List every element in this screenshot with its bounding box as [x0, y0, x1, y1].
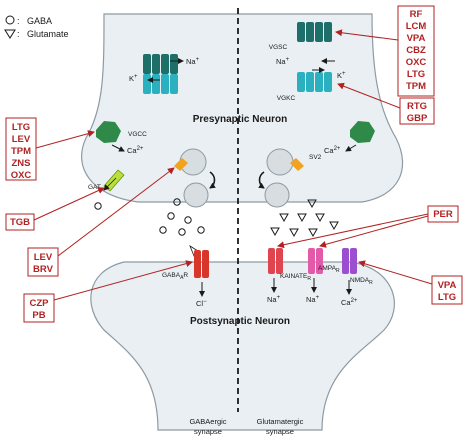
na-label-left: Na+ — [186, 57, 200, 66]
sv2-protein-left — [174, 158, 188, 171]
gat-drug-arrow — [33, 187, 105, 221]
postsynaptic-label: Postsynaptic Neuron — [190, 316, 290, 327]
gabaergic-label-1: GABAergic — [189, 417, 226, 426]
gat-label: GAT — [88, 184, 101, 191]
svg-text:CZP: CZP — [30, 298, 50, 309]
glutamate-legend-label: Glutamate — [27, 29, 69, 39]
vesicle-right-1 — [266, 148, 294, 176]
gaba-molecules — [94, 198, 205, 236]
ampa-receptor — [308, 248, 323, 274]
ampa-label: AMPAR — [318, 265, 340, 274]
vesicle-right-2 — [264, 182, 290, 208]
glutamate-molecules — [270, 199, 339, 238]
svg-text:LCM: LCM — [406, 21, 427, 32]
gaba-legend-colon: : — [17, 16, 20, 26]
svg-text:TPM: TPM — [11, 146, 31, 157]
svg-text:VPA: VPA — [407, 33, 426, 44]
recycle-arrow-left-1 — [209, 171, 216, 189]
vgkc-drug-arrow — [337, 82, 401, 109]
vgsc-channel-left — [143, 54, 178, 74]
vgcc-drug-box: LTG LEV TPM ZNS OXC — [5, 117, 37, 181]
svg-text:GBP: GBP — [407, 113, 428, 124]
vgcc-drug-arrow — [35, 130, 95, 149]
svg-text:PER: PER — [433, 209, 453, 220]
svg-text:LEV: LEV — [12, 134, 31, 145]
ca-arrow-right — [345, 144, 357, 152]
gaba-legend-icon — [5, 15, 15, 25]
gat-drug-box: TGB — [5, 213, 35, 231]
sv2-drug-arrow — [57, 167, 175, 257]
svg-text:RTG: RTG — [407, 101, 427, 112]
nmda-drug-arrow — [358, 260, 433, 285]
vgsc-drug-arrow — [335, 29, 399, 41]
kainate-receptor — [268, 248, 283, 274]
gaba-legend-label: GABA — [27, 16, 52, 26]
na-ampa-label: Na+ — [306, 295, 320, 304]
gabaergic-label-2: synapse — [194, 427, 222, 436]
svg-text:VPA: VPA — [438, 280, 457, 291]
per-drug-arrow-1 — [277, 213, 429, 249]
vgkc-label: VGKC — [277, 95, 296, 102]
presynaptic-label: Presynaptic Neuron — [193, 114, 287, 125]
svg-text:LTG: LTG — [12, 122, 30, 133]
glutamatergic-label-1: Glutamatergic — [257, 417, 304, 426]
nmda-receptor — [342, 248, 357, 274]
gat-arrow — [103, 177, 117, 191]
ca-arrow-left — [111, 144, 125, 152]
na-kainate-label: Na+ — [267, 295, 281, 304]
kainate-label: KAINATER — [280, 273, 311, 282]
svg-text:CBZ: CBZ — [406, 45, 426, 56]
nmda-label: NMDAR — [350, 277, 373, 286]
svg-text:LTG: LTG — [407, 69, 425, 80]
cl-label: Cl− — [196, 299, 207, 308]
sv2-label: SV2 — [309, 154, 322, 161]
k-label-right: K+ — [337, 71, 346, 80]
svg-text:TPM: TPM — [406, 81, 426, 92]
vgkc-channel — [297, 72, 332, 92]
vgsc-channel — [297, 22, 332, 42]
nmda-drug-box: VPA LTG — [431, 275, 463, 305]
svg-text:ZNS: ZNS — [12, 158, 31, 169]
sv2-drug-box: LEV BRV — [27, 247, 59, 277]
gabaa-drug-box: CZP PB — [23, 293, 55, 323]
ca-nmda-label: Ca2+ — [341, 298, 358, 307]
per-drug-arrow-2 — [319, 215, 429, 248]
vgsc-label: VGSC — [269, 44, 288, 51]
svg-text:RF: RF — [410, 9, 423, 20]
glutamatergic-label-2: synapse — [266, 427, 294, 436]
glutamate-legend-colon: : — [17, 29, 20, 39]
svg-text:OXC: OXC — [11, 170, 32, 181]
svg-text:LEV: LEV — [34, 252, 53, 263]
svg-text:OXC: OXC — [406, 57, 427, 68]
recycle-arrow-right-1 — [258, 171, 265, 189]
presynaptic-neuron — [81, 13, 404, 203]
ca-label-right: Ca2+ — [324, 146, 341, 155]
vesicle-left-2 — [183, 182, 209, 208]
svg-text:LTG: LTG — [438, 292, 456, 303]
vgcc-channel — [96, 121, 121, 143]
vgkc-drug-box: RTG GBP — [399, 97, 435, 125]
glutamate-legend-icon — [4, 29, 16, 39]
vgcc-label: VGCC — [128, 131, 147, 138]
gabaa-receptor — [189, 245, 209, 278]
gabaa-drug-arrow — [53, 260, 193, 301]
gabaa-label: GABAAR — [162, 272, 188, 281]
svg-text:TGB: TGB — [10, 217, 30, 228]
na-label-right: Na+ — [276, 57, 290, 66]
ca-label-left: Ca2+ — [127, 146, 144, 155]
ampa-drug-box: PER — [427, 205, 459, 223]
svg-text:PB: PB — [32, 310, 45, 321]
sv2-protein-right — [290, 158, 304, 171]
k-label-left: K+ — [129, 74, 138, 83]
vgcc-channel-right — [350, 121, 375, 143]
svg-text:BRV: BRV — [33, 264, 54, 275]
vgsc-drug-box: RF LCM VPA CBZ OXC LTG TPM — [397, 5, 435, 97]
